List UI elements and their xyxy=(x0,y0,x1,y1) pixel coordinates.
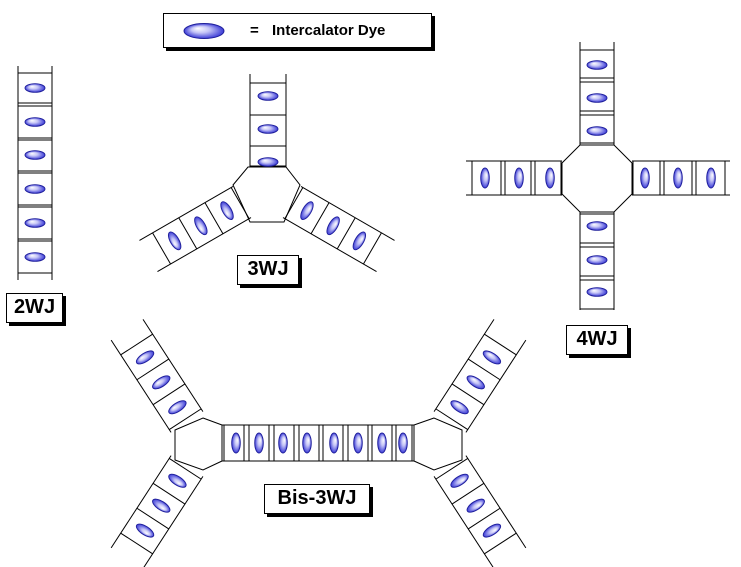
bis-right-down-base-pair xyxy=(467,507,501,530)
label-3wj: 3WJ xyxy=(237,255,299,285)
bis-right-up-base-pair xyxy=(451,383,485,406)
intercalator-dye xyxy=(586,126,608,136)
intercalator-dye xyxy=(152,375,171,390)
3wj-left-rail xyxy=(139,185,234,241)
bis-3wj-right-core xyxy=(413,417,463,471)
intercalator-dye xyxy=(24,117,46,127)
intercalator-dye xyxy=(352,231,367,251)
intercalator-dye xyxy=(300,201,314,221)
bis-right-up-base-pair xyxy=(467,358,501,381)
3wj-right-rail xyxy=(282,217,377,273)
bis-left-up-base-pair xyxy=(152,383,186,406)
bis-left-up-base-pair xyxy=(168,408,202,430)
intercalator-dye xyxy=(257,157,279,167)
intercalator-dye xyxy=(586,221,608,231)
intercalator-dye xyxy=(24,184,46,194)
intercalator-dye xyxy=(257,124,279,134)
3wj-right-rail xyxy=(300,185,395,241)
label-2wj: 2WJ xyxy=(6,293,63,323)
intercalator-dye xyxy=(353,432,363,454)
intercalator-dye xyxy=(482,350,502,365)
intercalator-dye xyxy=(231,432,241,454)
legend-box: = Intercalator Dye xyxy=(163,13,432,48)
bis-right-down-base-pair xyxy=(451,482,485,505)
intercalator-dye xyxy=(278,432,288,454)
bis-right-up-base-pair xyxy=(484,333,517,356)
bis-right-up-rail xyxy=(465,339,527,433)
intercalator-dye xyxy=(586,93,608,103)
intercalator-dye xyxy=(466,375,485,390)
bis-left-down-base-pair xyxy=(152,482,186,505)
bis-right-down-rail xyxy=(433,476,494,567)
3wj-right-base-pair xyxy=(363,232,382,265)
intercalator-dye xyxy=(24,150,46,160)
intercalator-dye xyxy=(24,218,46,228)
bis-3wj-left-core xyxy=(174,417,223,471)
intercalator-dye xyxy=(326,216,340,236)
bis-left-down-base-pair xyxy=(168,458,202,480)
legend-label: Intercalator Dye xyxy=(272,22,386,39)
3wj-left-base-pair xyxy=(152,232,171,265)
intercalator-dye xyxy=(640,167,650,189)
intercalator-dye xyxy=(168,473,187,488)
intercalator-dye xyxy=(194,216,208,236)
intercalator-dye xyxy=(24,252,46,262)
intercalator-dye xyxy=(466,498,485,513)
intercalator-dye xyxy=(586,255,608,265)
3wj-left-base-pair xyxy=(204,202,224,235)
intercalator-dye xyxy=(545,167,555,189)
bis-right-down-base-pair xyxy=(435,458,469,480)
intercalator-dye xyxy=(480,167,490,189)
bis-left-down-rail xyxy=(110,455,172,549)
intercalator-dye xyxy=(257,91,279,101)
3wj-junction-core xyxy=(232,166,301,223)
intercalator-dye xyxy=(168,400,187,415)
intercalator-dye xyxy=(586,60,608,70)
3wj-right-base-pair xyxy=(310,202,330,235)
intercalator-dye xyxy=(482,523,502,538)
intercalator-dye xyxy=(514,167,524,189)
intercalator-dye xyxy=(450,400,469,415)
intercalator-dye xyxy=(135,350,155,365)
intercalator-dye xyxy=(152,498,171,513)
3wj-right-base-pair xyxy=(336,217,356,250)
4wj-junction-core xyxy=(561,144,633,213)
intercalator-dye xyxy=(450,473,469,488)
bis-left-up-base-pair xyxy=(136,358,170,381)
bis-right-down-base-pair xyxy=(484,532,517,555)
bis-right-up-base-pair xyxy=(435,408,469,430)
bis-left-up-rail xyxy=(142,319,204,412)
bis-left-down-base-pair xyxy=(120,532,153,555)
intercalator-dye xyxy=(398,432,408,454)
intercalator-dye xyxy=(24,83,46,93)
bis-right-down-rail xyxy=(465,455,527,549)
bis-left-down-rail xyxy=(143,476,204,567)
3wj-left-rail xyxy=(157,217,252,273)
intercalator-dye xyxy=(220,201,234,221)
intercalator-dye xyxy=(377,432,387,454)
intercalator-dye-icon xyxy=(183,23,225,39)
label-bis-3wj: Bis-3WJ xyxy=(264,484,370,514)
bis-right-up-rail xyxy=(433,319,495,412)
intercalator-dye xyxy=(302,432,312,454)
intercalator-dye xyxy=(673,167,683,189)
label-4wj: 4WJ xyxy=(566,325,628,355)
bis-left-down-base-pair xyxy=(136,507,170,530)
intercalator-dye xyxy=(135,523,155,538)
intercalator-dye xyxy=(706,167,716,189)
intercalator-dye xyxy=(586,287,608,297)
intercalator-dye xyxy=(254,432,264,454)
3wj-left-base-pair xyxy=(178,217,198,250)
intercalator-dye xyxy=(329,432,339,454)
intercalator-dye xyxy=(167,231,182,251)
legend-equals-sign: = xyxy=(250,22,259,39)
bis-left-up-base-pair xyxy=(120,333,153,356)
bis-left-up-rail xyxy=(110,339,172,433)
